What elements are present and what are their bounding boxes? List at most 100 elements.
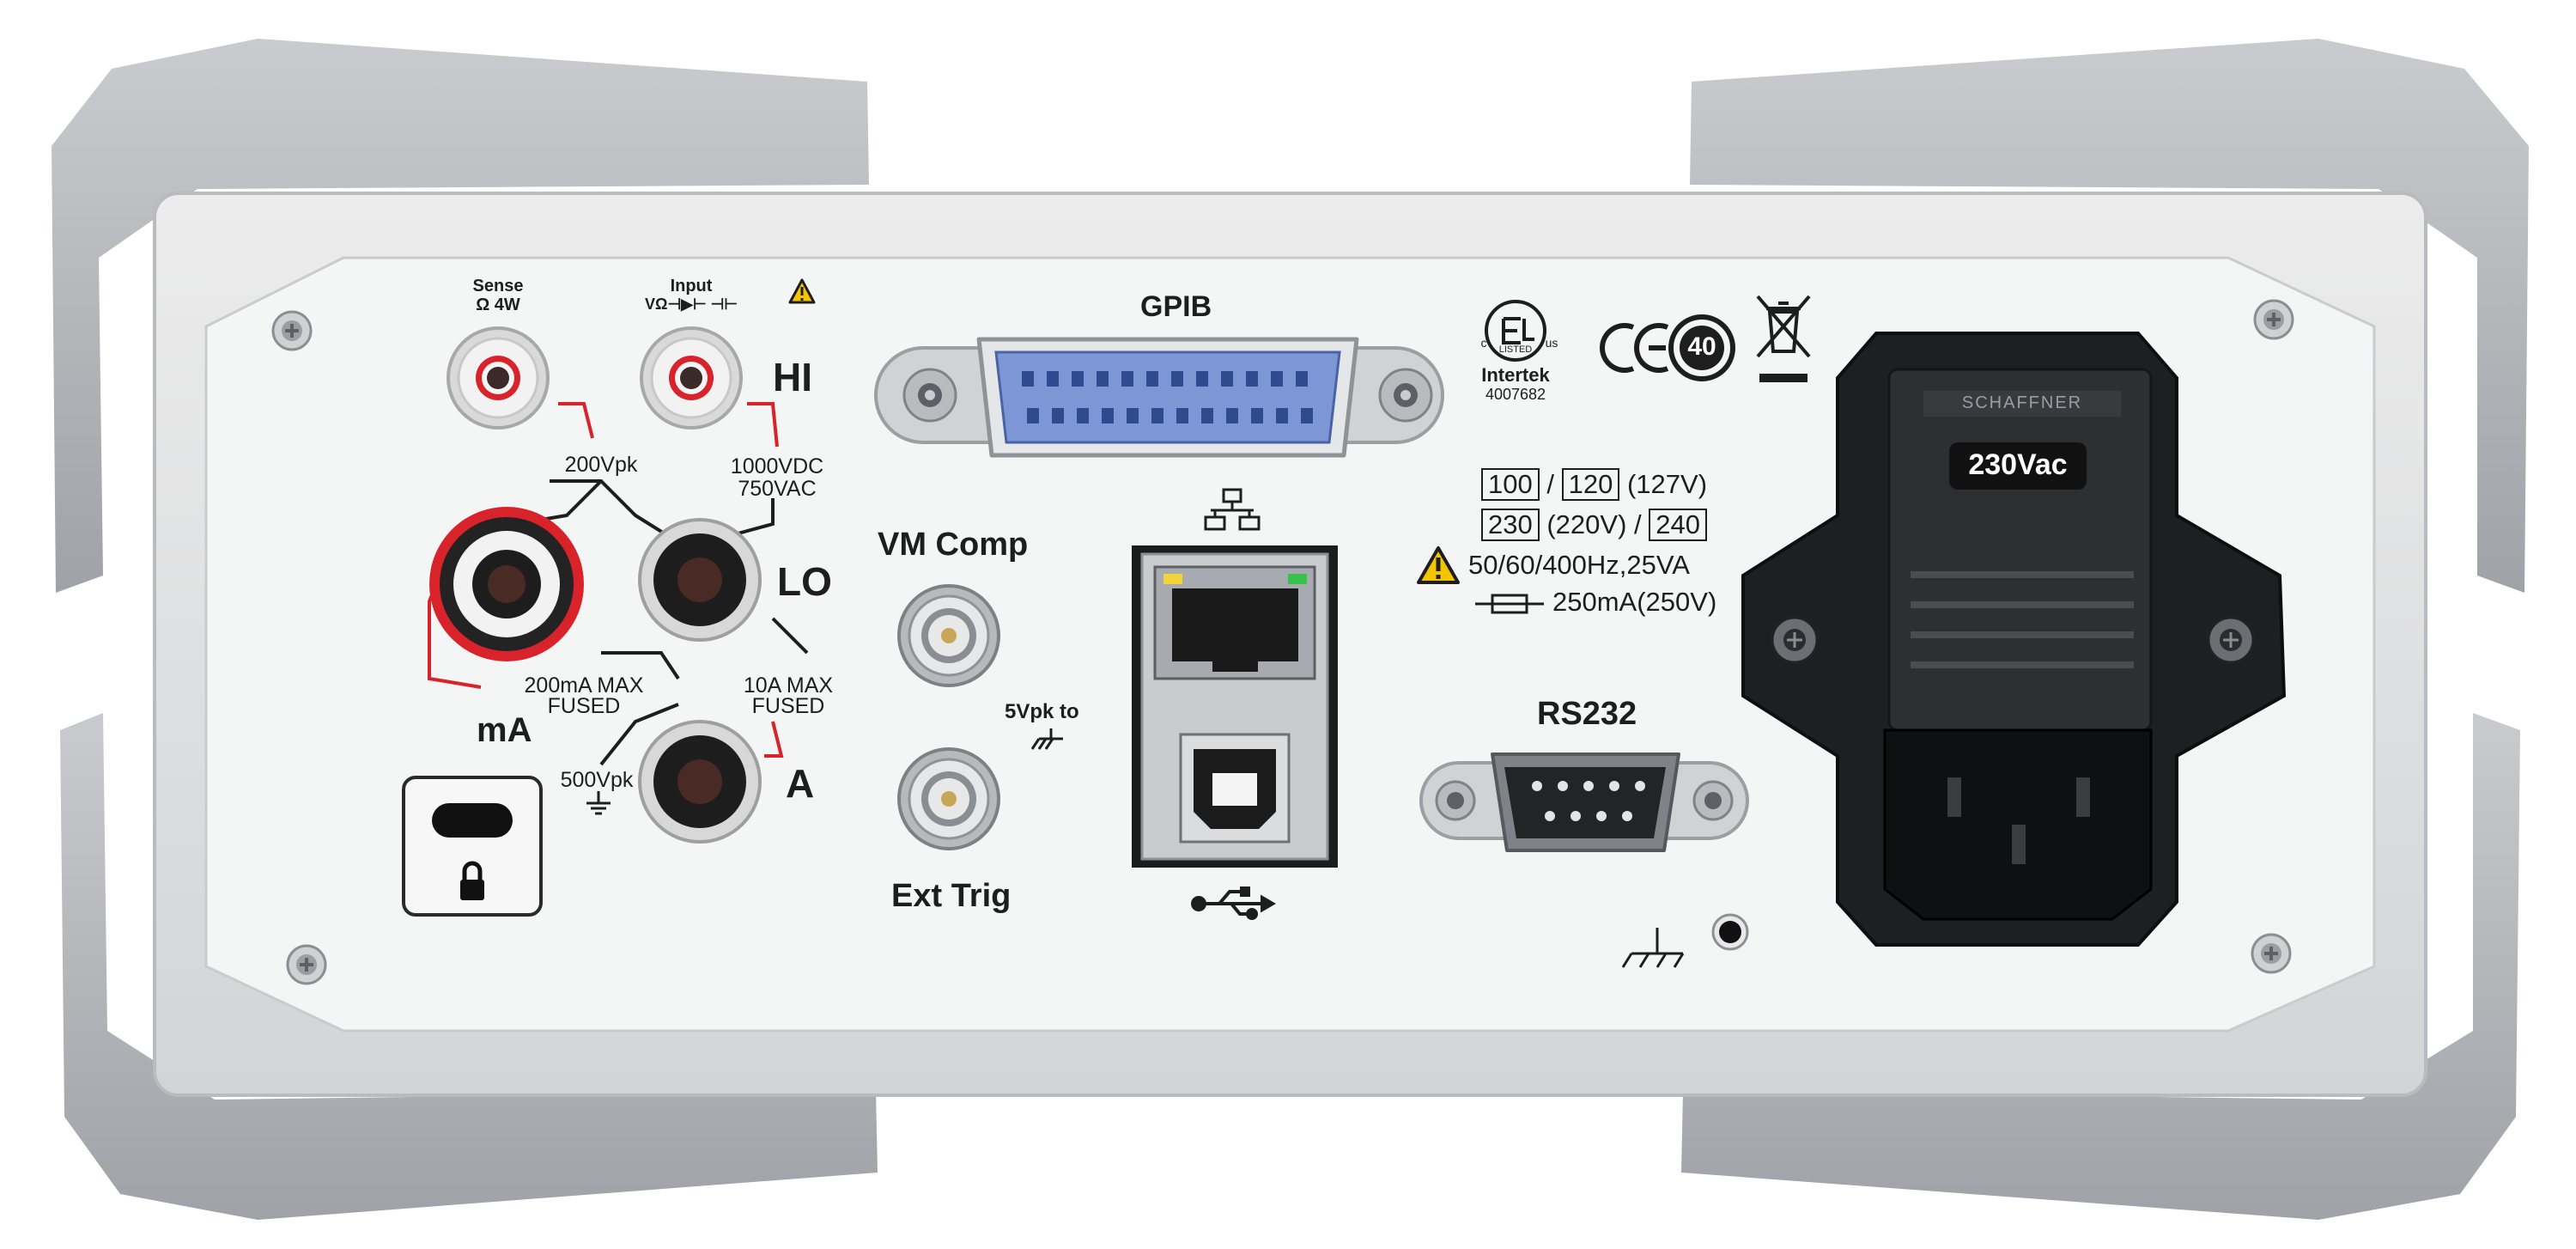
rohs-40-icon xyxy=(1668,314,1735,381)
ext-trig-bnc xyxy=(897,747,1000,850)
gpib-pin xyxy=(1052,408,1064,423)
voltage-slash-2: / xyxy=(1634,509,1642,539)
v500-label: 500Vpk xyxy=(560,768,634,792)
power-module-voltage: 230Vac xyxy=(1968,448,2068,481)
ce-mark-icon xyxy=(1600,323,1669,373)
voltage-line-2: 230 (220V) / 240 xyxy=(1481,509,1708,542)
voltage-230: 230 xyxy=(1481,509,1540,542)
gpib-label: GPIB xyxy=(1140,290,1212,323)
voltage-slash-1: / xyxy=(1546,469,1554,499)
rs232-label: RS232 xyxy=(1537,696,1637,732)
wire-1000v xyxy=(725,498,775,539)
a-label: A xyxy=(786,761,815,806)
a-jack xyxy=(638,720,762,844)
a-fused-label: FUSED xyxy=(751,694,825,718)
ce-label: CE xyxy=(1599,326,1607,327)
voltage-220: (220V) xyxy=(1546,509,1627,539)
gpib-pin xyxy=(1127,408,1139,423)
lock-icon xyxy=(460,861,484,900)
rs232-port xyxy=(1419,752,1749,852)
screw-top-right xyxy=(2253,299,2294,340)
gpib-pin xyxy=(1221,371,1233,387)
gpib-pin xyxy=(1077,408,1089,423)
frequency-rating: 50/60/400Hz,25VA xyxy=(1468,550,1690,580)
screw-top-left xyxy=(271,310,313,351)
usb-b-port xyxy=(1179,733,1291,844)
voltage-240: 240 xyxy=(1649,509,1708,542)
wire-200ma xyxy=(601,651,680,680)
chassis-ground-icon xyxy=(1621,928,1685,968)
voltage-line-1: 100 / 120 (127V) xyxy=(1481,468,1708,502)
gpib-pin xyxy=(1176,408,1188,423)
power-inlet-socket xyxy=(1883,728,2153,921)
sense-jack xyxy=(447,326,550,430)
network-icon xyxy=(1204,488,1261,531)
gpib-pin xyxy=(1276,408,1288,423)
gpib-pin xyxy=(1146,371,1158,387)
voltage-127: (127V) xyxy=(1626,469,1708,499)
etl-us-label: us xyxy=(1545,336,1558,350)
gpib-pin xyxy=(1251,408,1263,423)
gpib-pin xyxy=(1102,408,1114,423)
v200-label: 200Vpk xyxy=(564,453,638,477)
voltage-100: 100 xyxy=(1481,468,1540,502)
usb-icon xyxy=(1191,886,1276,920)
wire-500v xyxy=(599,703,679,766)
intertek-label: Intertek xyxy=(1481,364,1550,386)
gpib-port xyxy=(874,337,1444,458)
ground-icon-trig xyxy=(1030,728,1063,750)
wire-sense-red xyxy=(558,402,594,439)
vm-comp-label: VM Comp xyxy=(878,527,1029,563)
sense-title: Sense xyxy=(472,277,524,295)
gpib-pin xyxy=(1246,371,1258,387)
vm-comp-bnc xyxy=(897,584,1000,687)
screw-bottom-right xyxy=(2251,933,2292,974)
ground-screw xyxy=(1711,913,1749,951)
voltage-120: 120 xyxy=(1561,468,1620,502)
bumper-top-left xyxy=(52,39,869,593)
gpib-pin xyxy=(1301,408,1313,423)
wire-10a xyxy=(771,617,809,655)
ma-jack xyxy=(429,507,584,661)
etl-listed-label: LISTED xyxy=(1498,344,1533,355)
wire-a-red xyxy=(764,721,784,758)
ma-max-label: 200mA MAX xyxy=(524,673,644,698)
warning-icon-input xyxy=(788,278,816,304)
hi-label: HI xyxy=(773,355,812,399)
gpib-pin xyxy=(1196,371,1208,387)
gpib-pin xyxy=(1027,408,1039,423)
gpib-pin xyxy=(1151,408,1163,423)
bumper-bottom-left xyxy=(60,713,878,1220)
ma-label: mA xyxy=(477,711,532,749)
warning-icon-power xyxy=(1417,546,1460,584)
wire-input-red xyxy=(747,402,779,448)
gpib-pin xyxy=(1226,408,1238,423)
a-max-label: 10A MAX xyxy=(743,673,834,698)
kensington-lock xyxy=(402,776,543,917)
power-module-brand: SCHAFFNER xyxy=(1961,393,2083,412)
gpib-pins xyxy=(1022,371,1313,423)
ma-fused-label: FUSED xyxy=(547,694,621,718)
input-hi-jack xyxy=(640,326,743,430)
etl-c-label: c xyxy=(1480,336,1487,350)
gpib-pin xyxy=(1121,371,1133,387)
rohs-40-label: 40 xyxy=(1687,332,1716,361)
intertek-number: 4007682 xyxy=(1485,386,1546,403)
gpib-pin xyxy=(1296,371,1308,387)
gpib-pin xyxy=(1171,371,1183,387)
fuse-rating: 250mA(250V) xyxy=(1552,587,1717,617)
ext-trig-label: Ext Trig xyxy=(891,878,1012,914)
gpib-pin xyxy=(1022,371,1034,387)
v750-label: 750VAC xyxy=(738,477,817,501)
gpib-pin xyxy=(1271,371,1283,387)
gpib-pin xyxy=(1097,371,1109,387)
ground-icon-500v xyxy=(586,791,611,815)
bumper-bottom-right xyxy=(1681,713,2520,1220)
input-title: Input xyxy=(670,277,713,295)
screw-bottom-left xyxy=(286,944,327,985)
lan-port xyxy=(1153,565,1316,680)
v1000-label: 1000VDC xyxy=(730,454,824,478)
weee-bin-icon xyxy=(1756,295,1811,382)
bumper-top-right xyxy=(1690,39,2529,593)
